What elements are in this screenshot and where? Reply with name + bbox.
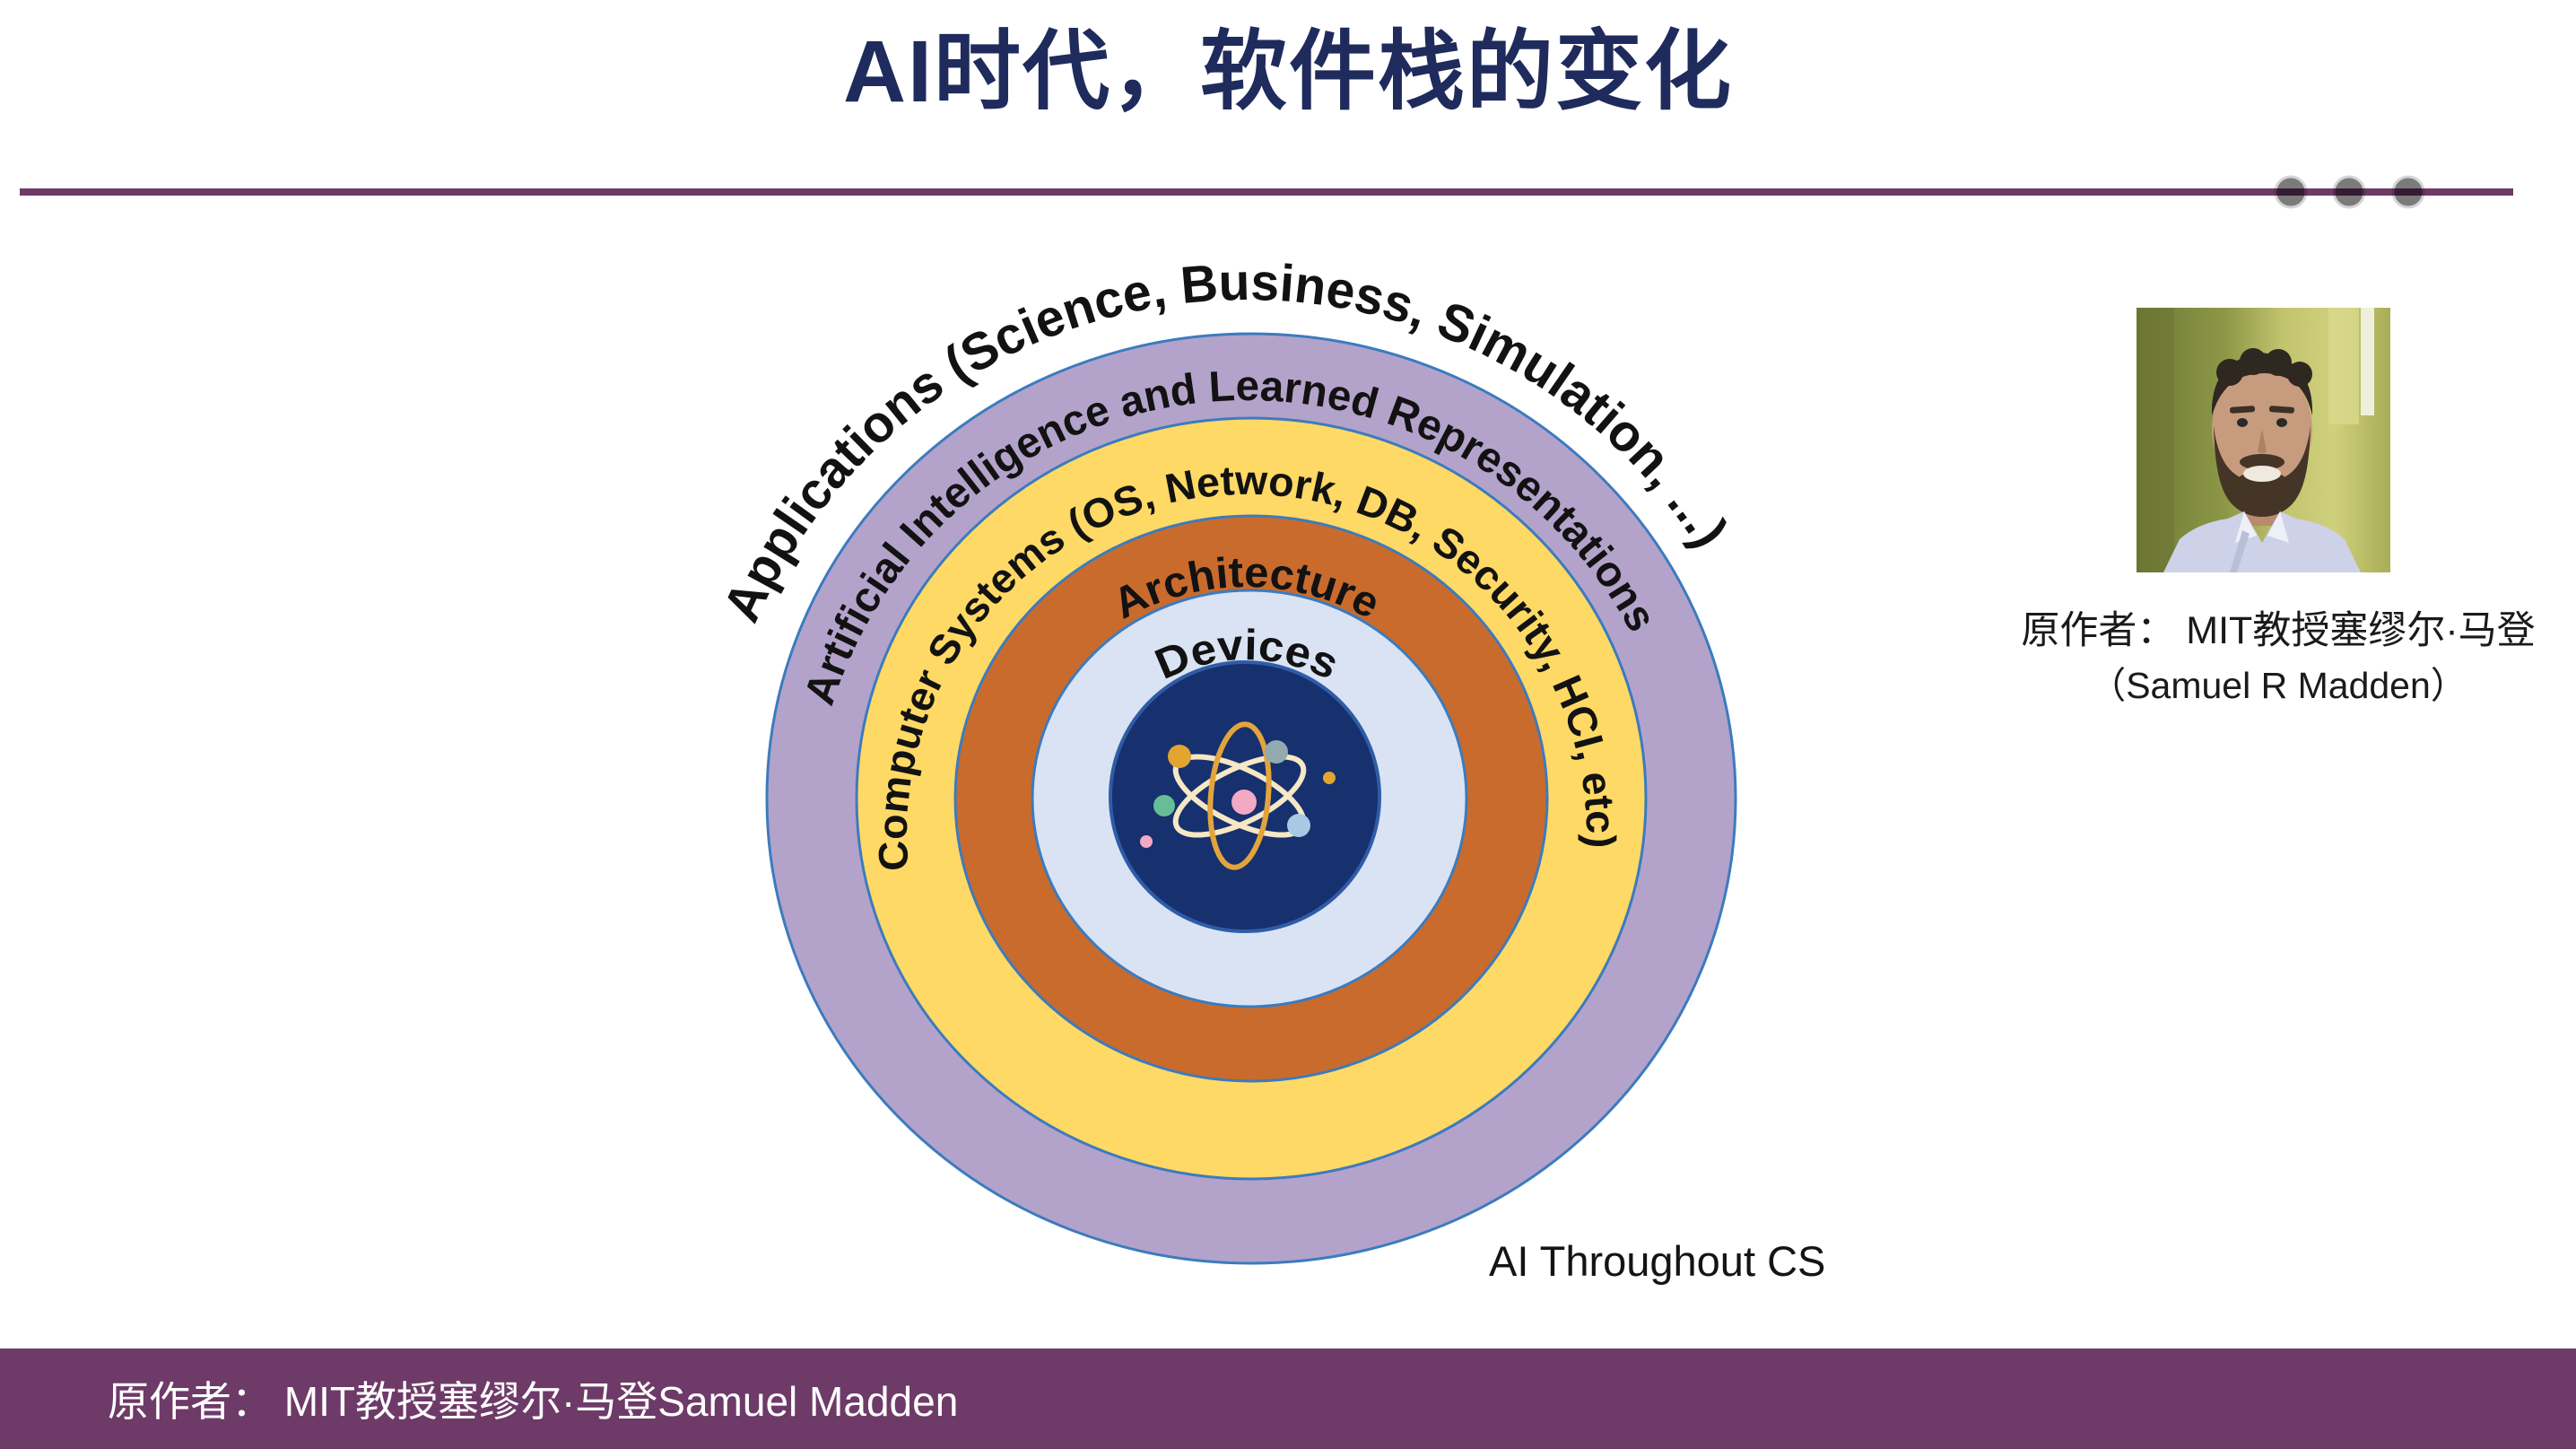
atom-nucleus: [1231, 790, 1257, 815]
electron-green: [1153, 795, 1175, 816]
electron-gold-large: [1168, 745, 1191, 768]
atom-icon: [1140, 721, 1336, 870]
author-caption-line1: 原作者： MIT教授塞缪尔·马登: [2021, 609, 2536, 652]
samuel-madden-photo: [2137, 308, 2390, 572]
footer-bar: 原作者： MIT教授塞缪尔·马登Samuel Madden: [0, 1349, 2576, 1449]
title-separator: [20, 175, 2513, 209]
author-caption: 原作者： MIT教授塞缪尔·马登 （Samuel R Madden）: [2014, 603, 2543, 714]
page-title: AI时代，软件栈的变化: [843, 22, 1733, 120]
footer-attribution: 原作者： MIT教授塞缪尔·马登Samuel Madden: [108, 1378, 959, 1425]
electron-gold-small: [1323, 772, 1336, 784]
portrait-illustration: [2137, 308, 2390, 572]
author-caption-line2: （Samuel R Madden）: [2089, 665, 2467, 707]
electron-lightblue: [1287, 814, 1310, 837]
diagram-caption: AI Throughout CS: [1489, 1237, 1826, 1285]
electron-grayblue: [1265, 740, 1288, 764]
electron-pink-small: [1140, 835, 1153, 848]
